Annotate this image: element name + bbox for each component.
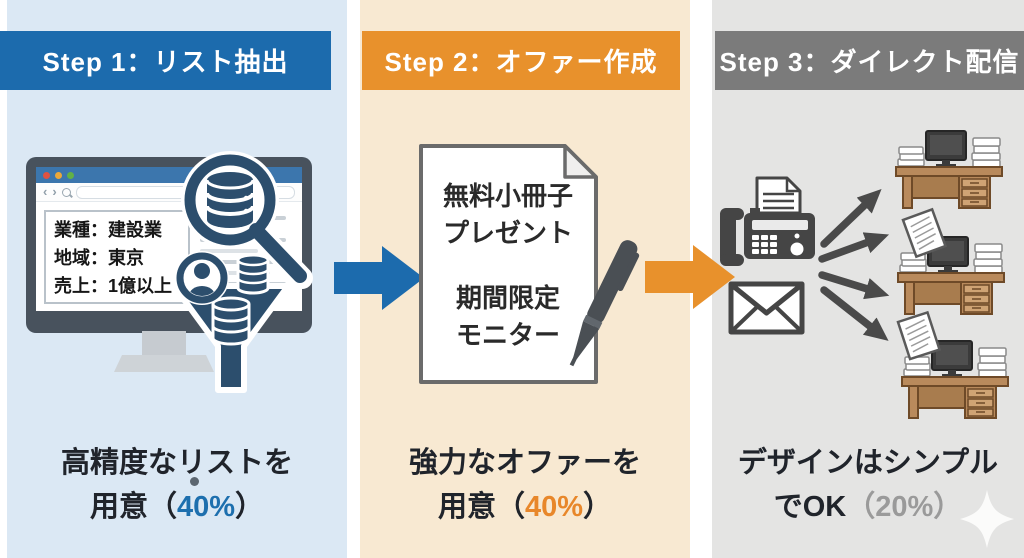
step3-caption-line2: でOK（20%） <box>773 491 963 523</box>
step3-percent: （20%） <box>846 491 963 523</box>
filter-criteria-panel: 業種：建設業 地域：東京 売上：1億以上 <box>44 210 190 304</box>
broadcast-arrows <box>818 188 890 341</box>
step2-caption-line2: 用意（40%） <box>437 491 613 523</box>
step2-header-label: Step 2：オファー作成 <box>384 47 658 77</box>
step2-caption: 強力なオファーを 用意（40%） <box>360 441 690 529</box>
step3-caption-line1: デザインはシンプル <box>737 447 999 479</box>
magnifier-database-icon <box>181 151 313 289</box>
list-extraction-icons <box>171 151 313 393</box>
step2-header: Step 2：オファー作成 <box>362 31 680 90</box>
step1-caption: 高精度なリストを 用意（40%） <box>7 441 347 529</box>
yellow-dot-icon <box>55 171 62 179</box>
sparkle-icon <box>960 490 1014 548</box>
envelope-icon <box>728 281 805 335</box>
offer-line: モニター <box>455 320 560 350</box>
funnel-icon <box>171 251 291 393</box>
step3-header-label: Step 3：ダイレクト配信 <box>719 47 1020 77</box>
step1-header-label: Step 1：リスト抽出 <box>42 47 289 77</box>
step3-caption: デザインはシンプル でOK（20%） <box>712 441 1024 529</box>
monitor-stand-base <box>114 355 214 372</box>
step1-to-step2-arrow <box>334 246 424 310</box>
fax-icon <box>720 176 815 266</box>
database-icon <box>236 253 270 295</box>
step2-to-step3-arrow <box>645 245 735 309</box>
monitor-button <box>190 477 199 486</box>
step1-caption-line2: 用意（40%） <box>89 491 265 523</box>
search-icon <box>61 187 71 197</box>
database-icon <box>211 296 251 346</box>
red-dot-icon <box>43 171 50 179</box>
offer-sheet-text: 無料小冊子 プレゼント 期間限定 モニター <box>424 178 592 354</box>
direct-delivery-illustration <box>720 130 1009 419</box>
offer-line: 期間限定 <box>455 283 560 313</box>
back-icon: ‹ <box>43 184 48 199</box>
step1-caption-line1: 高精度なリストを <box>60 447 293 479</box>
green-dot-icon <box>67 171 74 179</box>
filter-region: 地域：東京 <box>54 248 144 268</box>
step2-percent: 40% <box>524 491 584 523</box>
database-icon <box>205 172 255 228</box>
document-sheet-icon <box>419 144 598 384</box>
step2-caption-line1: 強力なオファーを <box>408 447 641 479</box>
step1-percent: 40% <box>176 491 236 523</box>
person-icon <box>175 251 229 305</box>
offer-line: 無料小冊子 <box>442 181 573 211</box>
monitor-stand-neck <box>142 331 186 357</box>
filter-sales: 売上：1億以上 <box>54 276 173 296</box>
browser-page-body: 業種：建設業 地域：東京 売上：1億以上 <box>36 202 302 311</box>
filter-industry: 業種：建設業 <box>54 220 162 240</box>
pen-icon <box>569 240 640 367</box>
offer-line: プレゼント <box>442 218 573 248</box>
step1-header: Step 1：リスト抽出 <box>0 31 331 90</box>
step3-header: Step 3：ダイレクト配信 <box>715 31 1024 90</box>
forward-icon: › <box>52 184 57 199</box>
